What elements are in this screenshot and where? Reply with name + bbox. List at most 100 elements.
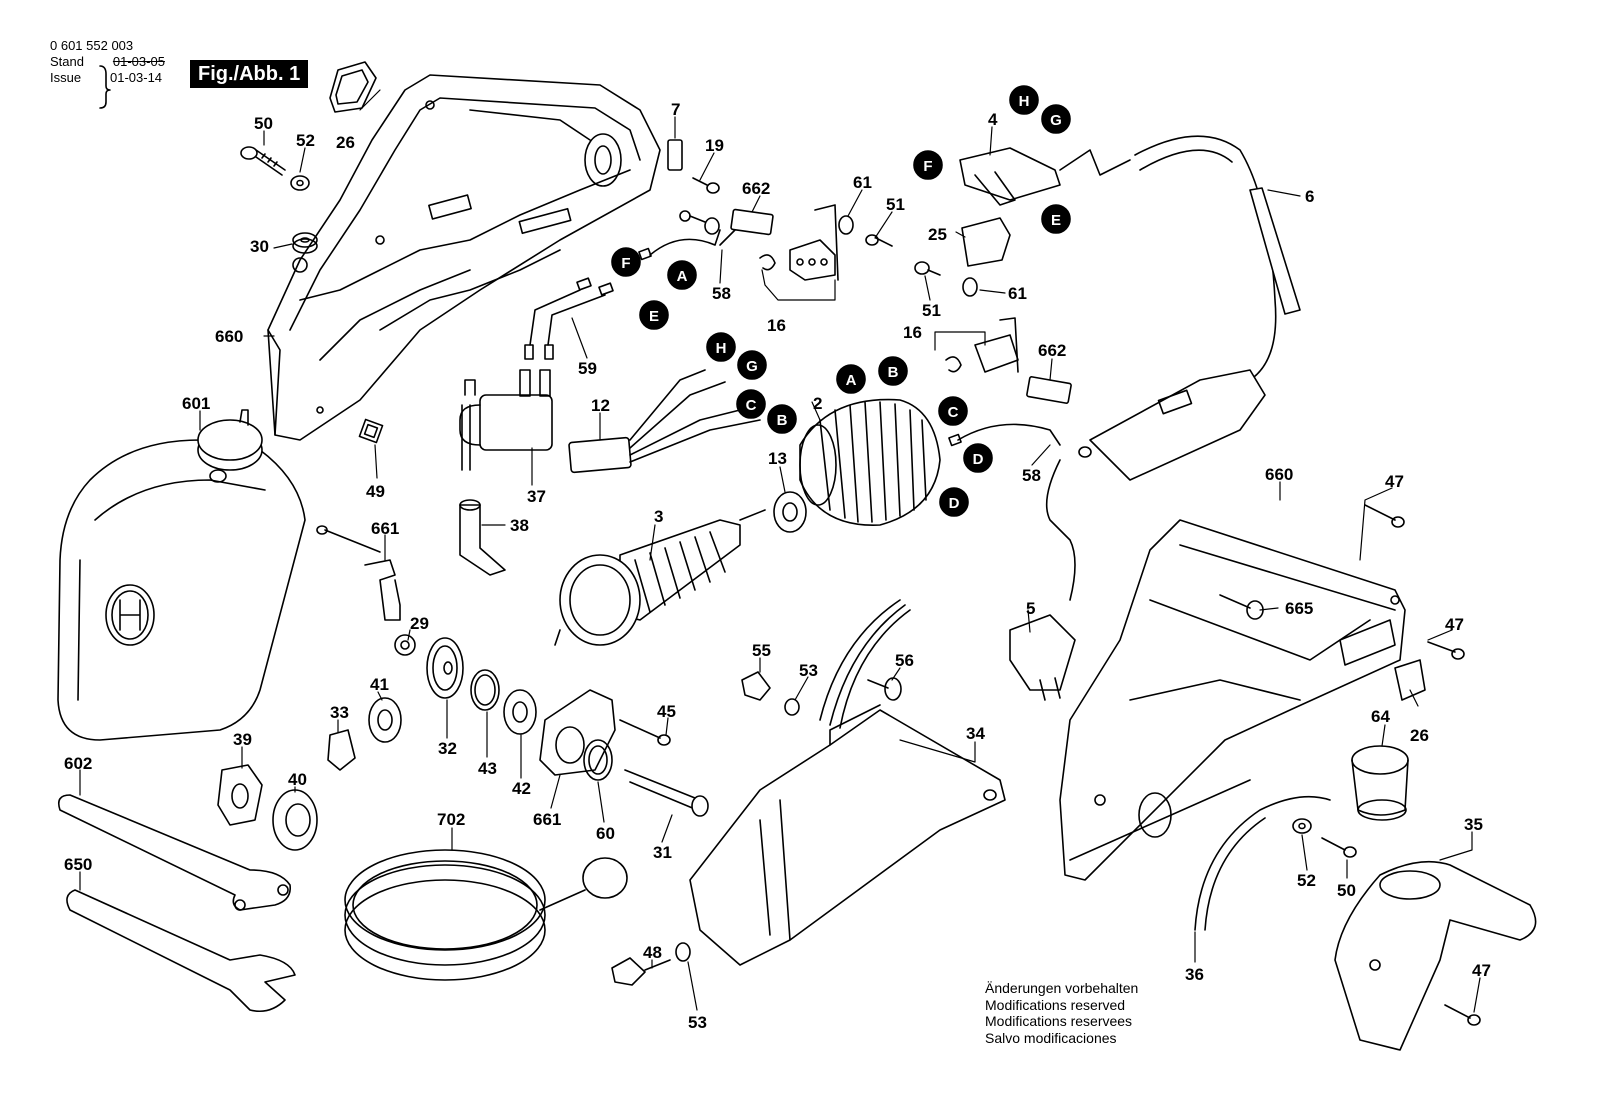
screw-45 [619,719,671,746]
connector-B-coil: B [878,356,908,386]
label-12: 12 [591,396,610,415]
doc-number: 0 601 552 003 [50,38,134,53]
label-5: 5 [1026,599,1035,618]
carbon-brush-662-top [719,208,774,246]
label-38: 38 [510,516,529,535]
wire-58-top [638,210,721,261]
label-660-left: 660 [215,327,243,346]
figure-badge: Fig./Abb. 1 [190,60,309,88]
label-58-right: 58 [1022,466,1041,485]
pin-56 [867,677,902,701]
label-51-right: 51 [922,301,941,320]
label-31: 31 [653,843,672,862]
bracket-661-top [316,525,401,621]
bearing-13 [773,491,807,533]
connector-E-mid: E [639,300,669,330]
svg-text:D: D [973,451,984,468]
base-plate-34 [689,599,1006,966]
terminal-7-19 [667,139,720,194]
connector-A-mid: A [667,260,697,290]
cap-26-top [329,61,377,113]
label-25: 25 [928,225,947,244]
cord-protector-6 [1249,187,1301,315]
knob-55 [741,671,771,701]
pulley-33 [327,729,356,771]
label-64: 64 [1371,707,1390,726]
label-53-top: 53 [799,661,818,680]
connector-C-coil: C [938,396,968,426]
label-49: 49 [366,482,385,501]
svg-text:C: C [948,404,959,421]
label-43: 43 [478,759,497,778]
label-660-right: 660 [1265,465,1293,484]
washer-52-right [1292,818,1312,834]
screw-47-c [1444,1004,1481,1026]
housing-left [267,74,661,441]
label-4: 4 [988,110,998,129]
bracket-661-bottom [539,689,616,776]
connector-F-top: F [913,150,943,180]
svg-text:B: B [777,412,788,429]
bearing-41 [368,697,402,743]
label-55: 55 [752,641,771,660]
connector-F-mid: F [611,247,641,277]
label-662-right: 662 [1038,341,1066,360]
label-61-top: 61 [853,173,872,192]
label-33: 33 [330,703,349,722]
stand-row: Stand 01-03-05 [50,54,165,70]
hose-38 [459,499,506,576]
label-36: 36 [1185,965,1204,984]
connector-G-capacitor: G [737,350,767,380]
housing-right [1059,519,1406,881]
label-661-top: 661 [371,519,399,538]
svg-text:G: G [746,358,758,375]
issue-label: Issue [50,70,82,85]
label-42: 42 [512,779,531,798]
label-26-top: 26 [336,133,355,152]
bosch-armature-logo [105,584,155,646]
label-59: 59 [578,359,597,378]
modifications-notice: Änderungen vorbehalten Modifications res… [985,980,1138,1046]
label-26-right: 26 [1410,726,1429,745]
label-52-right: 52 [1297,871,1316,890]
washer-52-left [290,175,310,191]
label-41: 41 [370,675,389,694]
label-2: 2 [813,394,822,413]
nut-40 [272,789,318,851]
label-34: 34 [966,724,985,743]
label-40: 40 [288,770,307,789]
leader-lines [79,89,1481,1013]
svg-text:E: E [649,308,659,325]
screw-61-51-top [838,215,893,247]
label-56: 56 [895,651,914,670]
pinion-29 [394,634,416,656]
washer-53-bottom [675,942,691,962]
connector-H-top: H [1009,85,1039,115]
connector-G-top: G [1041,104,1071,134]
connector-D-coil-lower: D [939,487,969,517]
stand-date: 01-03-05 [112,54,165,69]
label-32: 32 [438,739,457,758]
issue-date: 01-03-14 [109,70,163,85]
label-665: 665 [1285,599,1313,618]
label-702: 702 [437,810,465,829]
connector-markers: H G F E F A E H G C B A B C D D [611,85,1071,517]
capacitor-12 [568,369,761,474]
bearing-42 [503,689,537,735]
screw-50-left [240,146,286,176]
connector-D-coil-upper: D [963,443,993,473]
grommet-30 [292,232,318,254]
power-cord [1045,135,1277,601]
brush-holder-16-right [945,317,1019,373]
label-601: 601 [182,394,210,413]
cap-26-right [1394,659,1426,701]
label-53-bottom: 53 [688,1013,707,1032]
svg-text:A: A [846,372,857,389]
label-3: 3 [654,507,663,526]
label-13: 13 [768,449,787,468]
notice-en: Modifications reserved [985,996,1126,1013]
shaft-31 [624,769,709,817]
label-48: 48 [643,943,662,962]
label-662-top: 662 [742,179,770,198]
